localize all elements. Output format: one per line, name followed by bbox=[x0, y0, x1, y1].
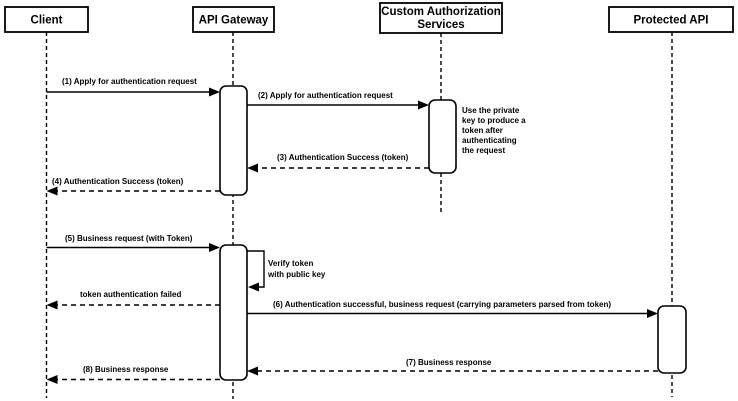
message-7: (7) Business response bbox=[247, 358, 658, 376]
message-token-auth-failed: token authentication failed bbox=[46, 290, 220, 310]
message-3-label: (3) Authentication Success (token) bbox=[277, 153, 409, 162]
message-4: (4) Authentication Success (token) bbox=[46, 177, 220, 196]
self-message-verify-token: Verify token with public key bbox=[247, 250, 326, 292]
self-message-label: Verify token with public key bbox=[267, 259, 326, 279]
message-3: (3) Authentication Success (token) bbox=[247, 153, 429, 173]
actor-protected-api: Protected API bbox=[608, 6, 734, 33]
message-7-label: (7) Business response bbox=[406, 358, 492, 367]
message-6-arrowhead-right bbox=[647, 309, 658, 318]
message-1-arrowhead-right bbox=[209, 87, 220, 97]
message-6: (6) Authentication successful, business … bbox=[247, 300, 658, 318]
message-2-arrowhead-right bbox=[418, 100, 429, 110]
message-6-label: (6) Authentication successful, business … bbox=[273, 300, 611, 309]
message-3-arrowhead-left bbox=[247, 163, 258, 173]
message-2: (2) Apply for authentication request bbox=[247, 91, 429, 110]
note-line-1: Use the private bbox=[462, 106, 520, 115]
note-line-2: key to produce a bbox=[462, 116, 526, 125]
actor-api-gateway: API Gateway bbox=[192, 6, 275, 33]
message-2-label: (2) Apply for authentication request bbox=[258, 91, 393, 100]
message-8-arrowhead-left bbox=[46, 375, 58, 384]
actor-box-client bbox=[4, 6, 89, 33]
actor-label-line-1: Custom Authorization bbox=[381, 6, 501, 18]
self-loop-arrowhead-left bbox=[248, 282, 259, 292]
note-line-4: authenticating bbox=[462, 136, 517, 145]
actor-box-protected-api bbox=[608, 6, 734, 33]
message-8: (8) Business response bbox=[46, 365, 220, 384]
message-5-label: (5) Business request (with Token) bbox=[65, 234, 193, 243]
message-5-arrowhead-right bbox=[209, 243, 220, 252]
note-line-3: token after bbox=[462, 126, 503, 135]
activation-api-gateway-auth bbox=[219, 85, 248, 196]
message-token-auth-failed-label: token authentication failed bbox=[80, 290, 181, 299]
actor-box-api-gateway bbox=[192, 6, 275, 33]
actor-label-api-gateway: API Gateway bbox=[199, 15, 269, 27]
activation-protected-api bbox=[657, 305, 687, 374]
actor-label-protected-api: Protected API bbox=[634, 15, 709, 27]
message-8-label: (8) Business response bbox=[83, 365, 169, 374]
note-line-5: the request bbox=[462, 146, 505, 155]
activation-custom-authorization-services bbox=[428, 99, 457, 174]
self-message-label-line-1: Verify token bbox=[268, 259, 313, 268]
message-4-label: (4) Authentication Success (token) bbox=[52, 177, 184, 186]
message-7-arrowhead-left bbox=[247, 366, 258, 376]
message-1: (1) Apply for authentication request bbox=[46, 77, 220, 97]
message-1-label: (1) Apply for authentication request bbox=[62, 77, 197, 86]
actor-label-line-2: Services bbox=[417, 19, 464, 31]
message-5: (5) Business request (with Token) bbox=[46, 234, 220, 252]
self-loop-line bbox=[247, 250, 265, 288]
self-message-label-line-2: with public key bbox=[267, 270, 326, 279]
actor-label-client: Client bbox=[31, 15, 63, 27]
message-token-auth-failed-arrowhead-left bbox=[46, 300, 58, 310]
message-4-arrowhead-left bbox=[46, 186, 58, 196]
actor-client: Client bbox=[4, 6, 89, 33]
actor-box-custom-authorization-services bbox=[379, 2, 503, 34]
activation-api-gateway-business bbox=[219, 244, 248, 381]
